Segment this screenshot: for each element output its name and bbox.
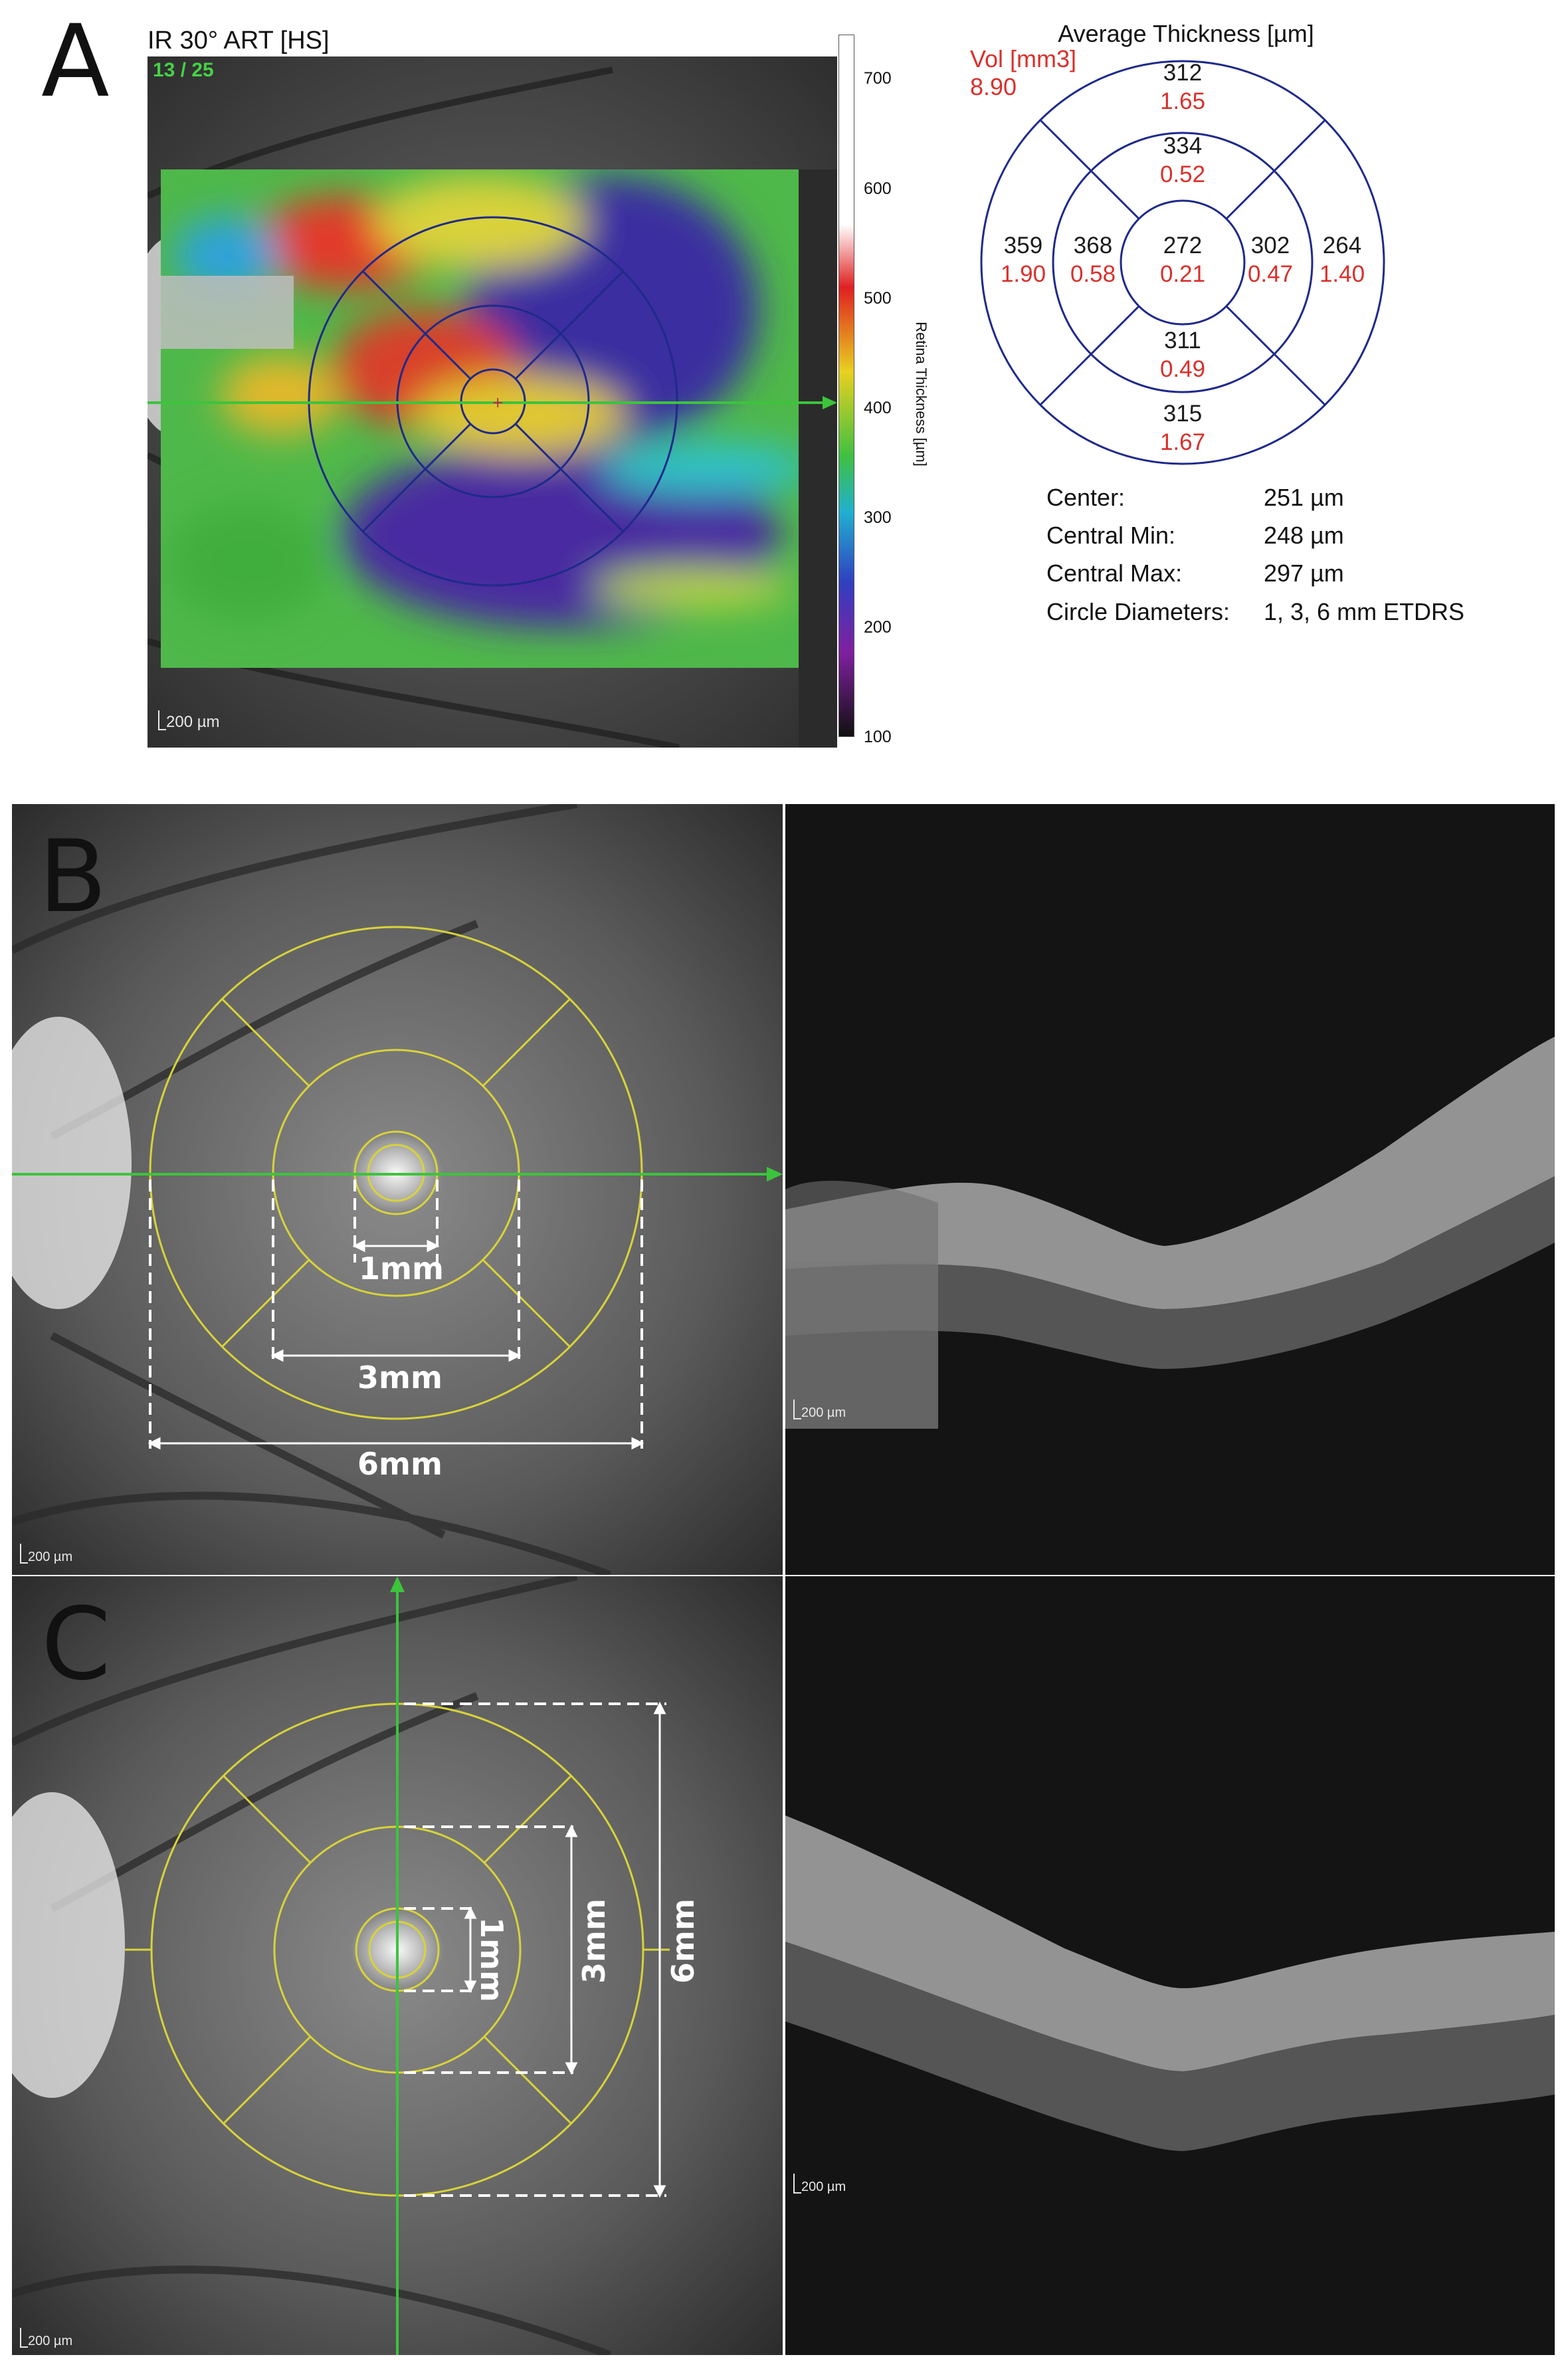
- scan-title: IR 30° ART [HS]: [147, 27, 330, 54]
- thickness-colorbar: [838, 35, 854, 737]
- panel-letter-c: C: [41, 1587, 111, 1702]
- vol-label: Vol [mm3]: [970, 45, 1077, 72]
- inner-inferior-volume: 0.49: [1159, 356, 1206, 382]
- colorbar-tick-500: 500: [864, 289, 892, 308]
- inner-superior-thickness: 334: [1163, 133, 1203, 159]
- fundus-scale-bar-a: 200 µm: [158, 710, 220, 731]
- diameter-label-3mm-b: 3mm: [357, 1360, 442, 1395]
- colorbar-tick-400: 400: [864, 399, 892, 417]
- outer-superior-thickness: 312: [1163, 60, 1203, 86]
- colorbar-tick-600: 600: [864, 179, 892, 198]
- summary-diameters-label: Circle Diameters:: [1046, 598, 1230, 625]
- fundus-scale-bar-c: 200 µm: [19, 2328, 73, 2348]
- etdrs-chart-title: Average Thickness [µm]: [1058, 20, 1314, 47]
- summary-diameters-value: 1, 3, 6 mm ETDRS: [1264, 598, 1465, 625]
- diameter-label-6mm-b: 6mm: [357, 1446, 442, 1482]
- colorbar-tick-100: 100: [864, 728, 892, 746]
- outer-inferior-thickness: 315: [1163, 401, 1203, 427]
- thickness-map-image[interactable]: + 13 / 25 200 µm: [147, 56, 837, 748]
- svg-text:+: +: [492, 395, 504, 411]
- outer-nasal-volume: 1.40: [1319, 261, 1365, 287]
- summary-center-label: Center:: [1046, 484, 1126, 511]
- inner-superior-volume: 0.52: [1159, 161, 1206, 187]
- panel-letter-a: A: [41, 4, 110, 120]
- outer-temporal-volume: 1.90: [1000, 261, 1046, 287]
- colorbar-tick-200: 200: [864, 618, 892, 637]
- inner-temporal-thickness: 368: [1073, 233, 1113, 258]
- center-thickness: 272: [1163, 233, 1203, 258]
- summary-central-max-value: 297 µm: [1264, 560, 1344, 587]
- summary-central-max-label: Central Max:: [1046, 560, 1183, 587]
- colorbar-tick-700: 700: [864, 69, 892, 88]
- diameter-label-1mm-c: 1mm: [474, 1917, 510, 2002]
- inner-temporal-volume: 0.58: [1070, 261, 1116, 287]
- inner-nasal-thickness: 302: [1250, 233, 1290, 258]
- frame-counter: 13 / 25: [153, 59, 214, 81]
- inner-inferior-thickness: 311: [1164, 328, 1201, 354]
- oct-bscan-b[interactable]: 200 µm: [785, 804, 1555, 1575]
- fundus-scale-bar-b: 200 µm: [19, 1544, 73, 1564]
- summary-central-min-label: Central Min:: [1046, 522, 1176, 549]
- summary-central-min-value: 248 µm: [1264, 522, 1344, 549]
- etdrs-chart: 312 1.65 334 0.52 359 1.90 368 0.58 272 …: [977, 56, 1389, 468]
- oct-bscan-c[interactable]: 200 µm: [785, 1576, 1555, 2355]
- oct-scale-bar-b: 200 µm: [793, 1399, 846, 1420]
- oct-scale-bar-c: 200 µm: [793, 2174, 846, 2194]
- vol-total: 8.90: [970, 73, 1017, 100]
- diameter-label-3mm-c: 3mm: [576, 1899, 612, 1984]
- diameter-label-6mm-c: 6mm: [665, 1899, 701, 1984]
- fundus-image-c[interactable]: 1mm 3mm 6mm 200 µm: [12, 1576, 783, 2355]
- outer-temporal-thickness: 359: [1003, 233, 1043, 258]
- outer-nasal-thickness: 264: [1322, 233, 1362, 258]
- fundus-image-b[interactable]: 1mm 3mm 6mm 200 µm: [12, 804, 783, 1575]
- outer-inferior-volume: 1.67: [1159, 429, 1206, 455]
- colorbar-tick-300: 300: [864, 508, 892, 527]
- inner-nasal-volume: 0.47: [1247, 261, 1294, 287]
- diameter-label-1mm-b: 1mm: [359, 1251, 444, 1286]
- summary-center-value: 251 µm: [1264, 484, 1344, 511]
- colorbar-label: Retina Thickness [µm]: [913, 322, 930, 466]
- panel-letter-b: B: [39, 819, 107, 935]
- center-volume: 0.21: [1159, 261, 1206, 287]
- outer-superior-volume: 1.65: [1159, 88, 1206, 114]
